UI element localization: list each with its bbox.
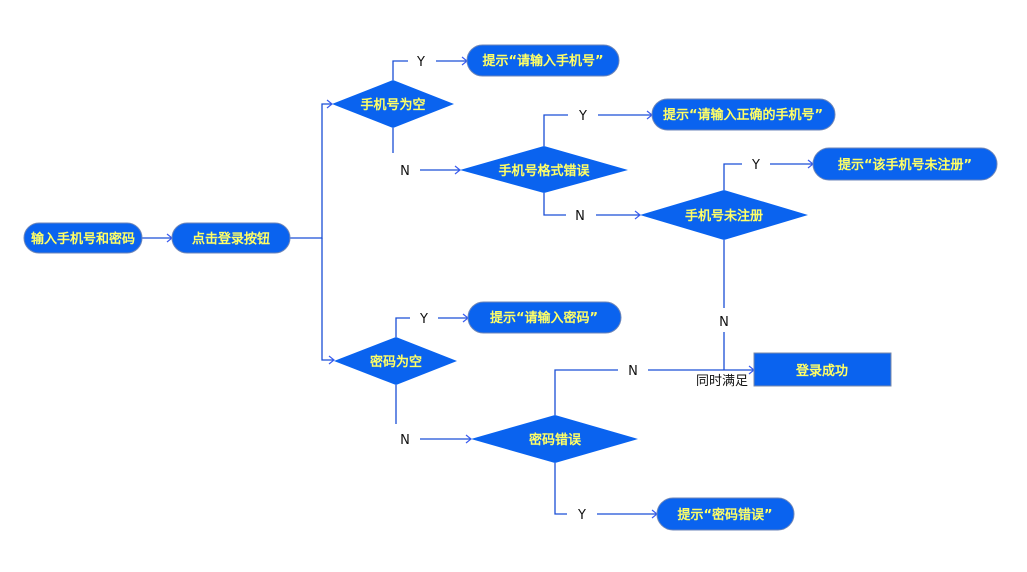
edge-unregistered-yes: [723, 163, 742, 190]
edge-phone-empty-yes: [392, 60, 408, 80]
node-start: [23, 222, 143, 254]
decision-password-error: [471, 415, 638, 463]
edge-pwd-empty-yes: [395, 317, 410, 337]
decision-password-empty-label: 密码为空: [369, 354, 422, 370]
decision-password-error-label: 密码错误: [528, 432, 582, 448]
decision-phone-format-label: 手机号格式错误: [498, 163, 590, 179]
edge-pwd-error-no: [554, 369, 618, 415]
decision-phone-empty: [332, 80, 454, 128]
arrow-head: [328, 355, 335, 365]
label-unregistered-no: N: [719, 315, 729, 330]
node-prompt-enter-phone-label: 提示“请输入手机号”: [482, 53, 603, 69]
node-click-login: [171, 222, 291, 254]
decision-phone-unregistered-label: 手机号未注册: [685, 208, 763, 224]
node-login-success-label: 登录成功: [795, 363, 848, 379]
label-pwd-error-no: N: [628, 364, 638, 379]
node-prompt-password-error-label: 提示“密码错误”: [677, 507, 772, 523]
node-login-success: [753, 352, 892, 387]
decision-phone-empty-label: 手机号为空: [360, 97, 425, 113]
label-pwd-empty-yes: Y: [419, 312, 428, 327]
node-prompt-unregistered: [812, 147, 998, 181]
edge-format-no: [543, 193, 566, 216]
label-unregistered-yes: Y: [751, 158, 760, 173]
node-prompt-enter-password: [467, 301, 622, 334]
decision-phone-unregistered: [640, 190, 808, 240]
node-prompt-password-error: [656, 497, 795, 531]
node-click-login-label: 点击登录按钮: [192, 231, 270, 247]
node-prompt-correct-phone: [651, 98, 836, 131]
decision-phone-format: [460, 146, 628, 193]
edge-pwd-error-yes: [554, 463, 567, 515]
decision-password-empty: [334, 337, 457, 385]
label-phone-empty-yes: Y: [416, 55, 425, 70]
node-start-label: 输入手机号和密码: [31, 231, 135, 247]
node-prompt-correct-phone-label: 提示“请输入正确的手机号”: [663, 107, 823, 123]
edge-click-to-pwd-empty: [321, 238, 334, 361]
node-prompt-enter-phone: [466, 44, 620, 77]
edge-click-to-phone-empty: [290, 103, 332, 239]
label-phone-empty-no: N: [400, 164, 410, 179]
label-format-yes: Y: [578, 109, 587, 124]
label-pwd-error-yes: Y: [577, 508, 586, 523]
edge-format-yes: [543, 114, 568, 146]
node-prompt-enter-password-label: 提示“请输入密码”: [490, 310, 598, 326]
node-prompt-unregistered-label: 提示“该手机号未注册”: [838, 157, 972, 173]
label-pwd-empty-no: N: [400, 433, 410, 448]
label-format-no: N: [575, 209, 585, 224]
label-both-satisfied: 同时满足: [696, 374, 748, 389]
